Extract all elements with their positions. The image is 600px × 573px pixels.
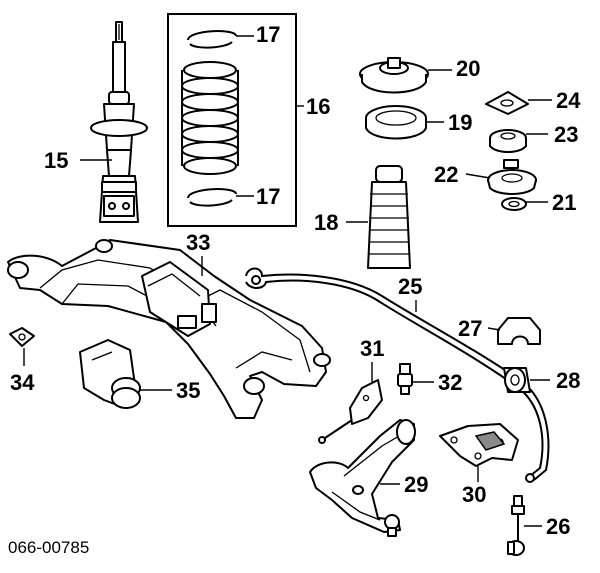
part-20-strut-mount [359,57,429,94]
callout-29: 29 [404,472,429,497]
part-15-strut [90,21,148,223]
part-28-stabilizer-bushing [503,367,531,393]
part-25-stabilizer-bar [245,267,550,483]
callout-35: 35 [176,378,201,403]
callout-19: 19 [448,110,473,135]
part-31-sensor-bracket [318,379,383,444]
callout-28: 28 [556,368,581,393]
part-35-mount-bracket [79,339,141,409]
callout-17-upper: 17 [256,22,281,47]
callout-20: 20 [456,56,481,81]
callout-32: 32 [438,370,463,395]
part-34-bracket [9,327,35,347]
callout-27: 27 [458,316,483,341]
part-24-mount-plate [485,91,529,115]
callout-34: 34 [10,370,35,395]
callout-23: 23 [554,122,579,147]
part-17-upper-insulator [187,30,237,49]
callout-25: 25 [398,274,423,299]
callout-15: 15 [44,148,69,173]
part-16-group-box [167,13,297,227]
callout-31: 31 [360,336,385,361]
callout-22: 22 [434,162,459,187]
callout-18: 18 [314,210,339,235]
callout-16: 16 [306,94,331,119]
callout-26: 26 [546,514,571,539]
part-29-lower-control-arm [309,419,416,537]
callout-21: 21 [552,190,577,215]
part-16-coil-spring [181,61,239,175]
callout-24: 24 [556,88,581,113]
part-30-arm-bracket [439,423,519,467]
part-27-stabilizer-clamp [497,317,541,345]
part-33-crossmember [7,239,331,419]
part-32-bolt [397,363,413,395]
callout-30: 30 [462,482,487,507]
part-19-mount-bearing [365,105,427,140]
part-17-lower-insulator [187,188,237,207]
part-23-upper-mount [489,129,527,153]
callout-17-lower: 17 [256,184,281,209]
callout-33: 33 [186,230,211,255]
part-18-dust-boot [367,165,411,269]
leader-lines [23,35,552,527]
part-21-washer [501,197,527,211]
part-22-spring-seat [487,159,537,195]
part-26-stabilizer-link [507,495,525,556]
diagram-reference-code: 066-00785 [8,538,90,557]
